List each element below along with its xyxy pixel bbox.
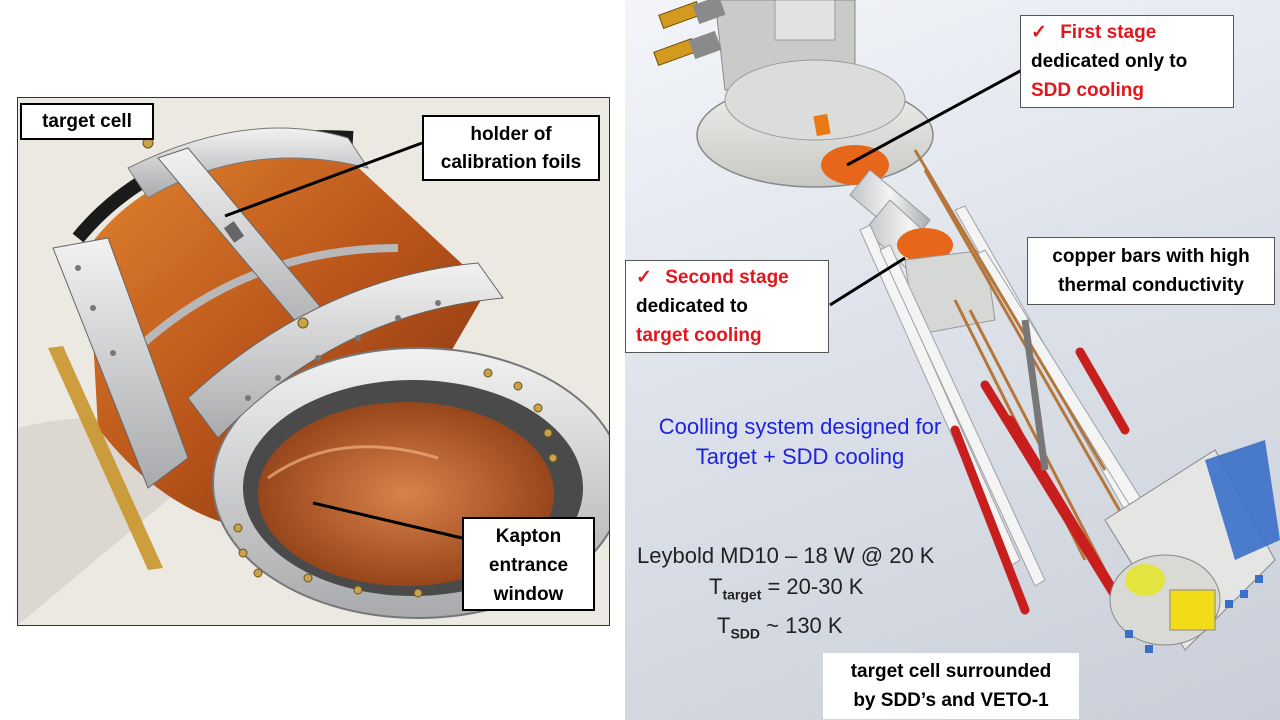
spec-t-target: Ttarget = 20-30 K (637, 571, 967, 610)
side-clamp (52, 237, 189, 489)
t-sdd-symbol: T (717, 613, 731, 639)
second-stage-label: ✓ Second stage dedicated to target cooli… (625, 260, 829, 353)
label-kapton-window: Kapton entrance window (462, 517, 595, 611)
first-stage-title: First stage (1060, 22, 1157, 43)
copper-bars-line2: thermal conductivity (1058, 275, 1244, 296)
label-kapton-line1: Kapton (495, 526, 562, 547)
cryocooler-spec: Leybold MD10 – 18 W @ 20 K Ttarget = 20-… (637, 540, 967, 650)
second-stage-line2: dedicated to (636, 296, 748, 317)
second-stage-copper (897, 228, 953, 262)
target-cell-surrounded-line2: by SDD’s and VETO-1 (853, 690, 1049, 711)
t-sdd-subscript: SDD (730, 625, 761, 642)
cooling-system-line1: Coolling system designed for (658, 414, 942, 439)
label-calibration-holder: holder of calibration foils (422, 115, 600, 181)
second-stage-line3: target cooling (636, 325, 762, 346)
pointer-second-stage (829, 256, 906, 307)
target-cell-photo: target cell holder of calibration foils … (17, 97, 610, 626)
target-cell-surrounded-label: target cell surrounded by SDD’s and VETO… (823, 653, 1079, 719)
label-target-cell-text: target cell (42, 111, 132, 132)
copper-bars-label: copper bars with high thermal conductivi… (1027, 237, 1275, 305)
pointer-first-stage (846, 68, 1023, 167)
first-stage-title-row: ✓ First stage (1031, 18, 1223, 47)
cooling-system-caption: Coolling system designed for Target + SD… (635, 412, 965, 472)
target-cell-surrounded-line1: target cell surrounded (850, 661, 1052, 682)
copper-bars-line1: copper bars with high (1052, 246, 1250, 267)
cryostat-render: ✓ First stage dedicated only to SDD cool… (625, 0, 1280, 720)
t-target-subscript: target (722, 586, 762, 603)
first-stage-line2: dedicated only to (1031, 51, 1188, 72)
check-icon: ✓ (1031, 22, 1047, 43)
cryostat-illustration (653, 0, 1280, 653)
red-rods (950, 347, 1135, 625)
cooling-system-line2: Target + SDD cooling (695, 444, 905, 469)
spec-t-sdd: TSDD ~ 130 K (637, 610, 967, 649)
label-holder-line1: holder of (470, 124, 552, 145)
second-stage-title: Second stage (665, 267, 789, 288)
second-stage-title-row: ✓ Second stage (636, 263, 818, 292)
t-target-value: = 20-30 K (761, 574, 864, 599)
spec-line1: Leybold MD10 – 18 W @ 20 K (637, 543, 935, 568)
t-sdd-value: ~ 130 K (760, 613, 843, 639)
label-kapton-line2: entrance (488, 555, 569, 576)
label-kapton-line3: window (493, 584, 564, 605)
t-target-symbol: T (709, 574, 723, 599)
first-stage-line3: SDD cooling (1031, 80, 1144, 101)
first-stage-label: ✓ First stage dedicated only to SDD cool… (1020, 15, 1234, 108)
label-holder-line2: calibration foils (440, 152, 582, 173)
label-target-cell: target cell (20, 103, 154, 140)
check-icon: ✓ (636, 267, 652, 288)
